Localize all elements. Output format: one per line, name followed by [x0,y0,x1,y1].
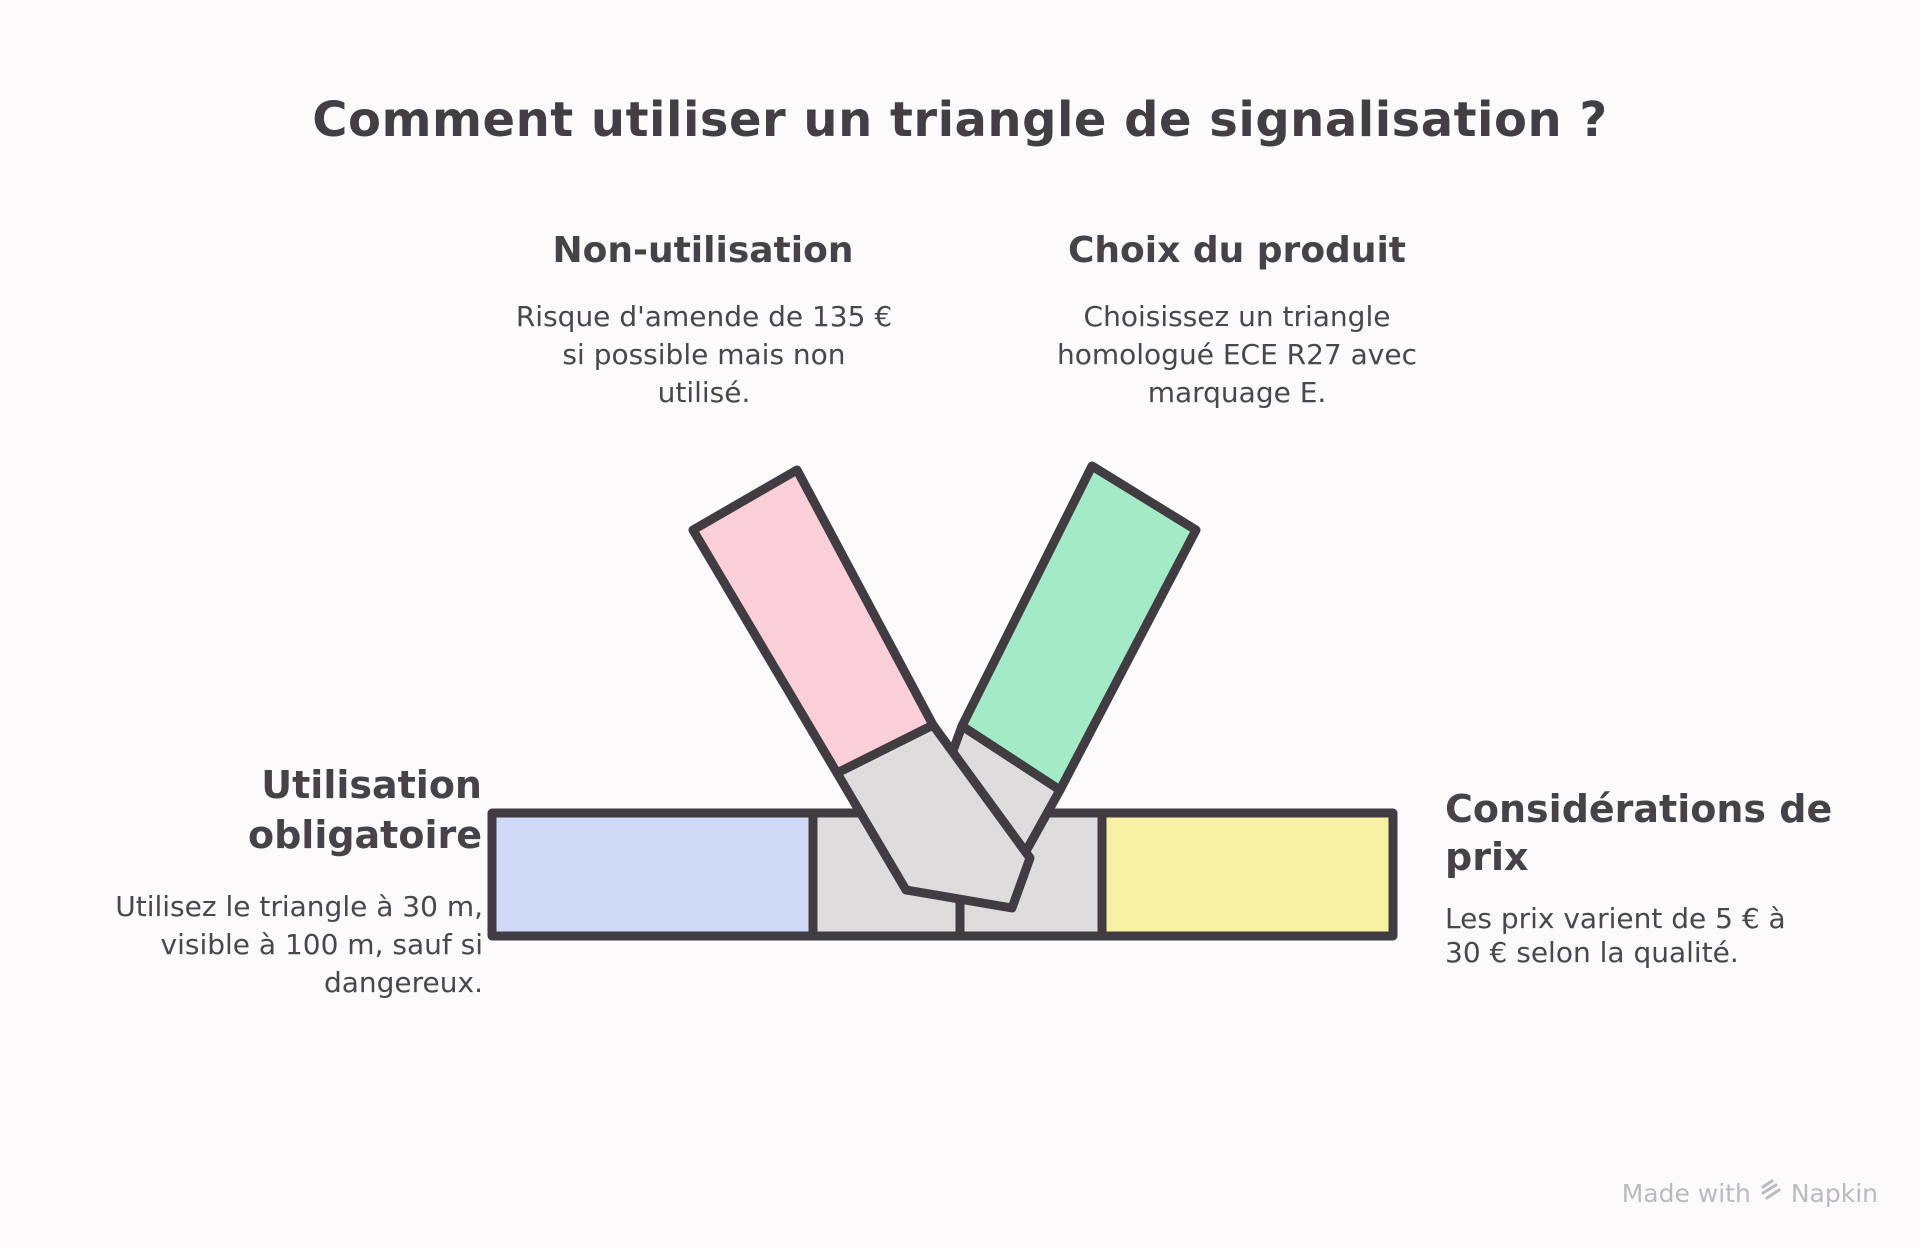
bar-segment-yellow [1097,808,1398,941]
section-body-choix-du-produit: Choisissez un triangle homologué ECE R27… [1056,300,1417,409]
section-heading-choix-du-produit: Choix du produit [1067,230,1406,271]
green-bar [957,461,1201,795]
pink-bar [688,465,938,778]
section-body-non-utilisation: Risque d'amende de 135 € si possible mai… [515,300,893,409]
section-heading-utilisation-obligatoire: Utilisation obligatoire [247,763,482,857]
page-title: Comment utiliser un triangle de signalis… [312,92,1608,148]
napkin-watermark[interactable]: Made with Napkin [1622,1178,1878,1208]
section-body-utilisation-obligatoire: Utilisez le triangle à 30 m, visible à 1… [115,890,483,999]
napkin-chevron-icon [1759,1178,1783,1208]
watermark-brand-label: Napkin [1790,1178,1878,1208]
bar-segment-blue [487,808,818,941]
section-body-considerations-de-prix: Les prix varient de 5 € à 30 € selon la … [1445,902,1786,969]
section-heading-considerations-de-prix: Considérations de prix [1445,787,1833,879]
watermark-made-with-label: Made with [1621,1178,1751,1208]
section-heading-non-utilisation: Non-utilisation [552,230,854,271]
